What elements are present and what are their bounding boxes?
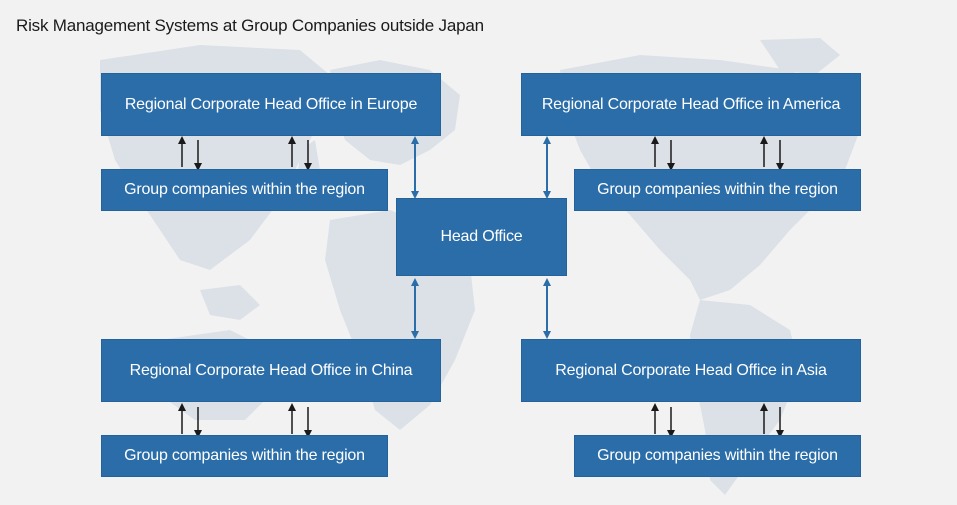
america-group-companies-box: Group companies within the region [574,169,861,211]
america-regional-office-box: Regional Corporate Head Office in Americ… [521,73,861,136]
asia-regional-office-box: Regional Corporate Head Office in Asia [521,339,861,402]
europe-group-companies-box: Group companies within the region [101,169,388,211]
page-title: Risk Management Systems at Group Compani… [16,16,484,35]
china-group-companies-box: Group companies within the region [101,435,388,477]
china-regional-office-box: Regional Corporate Head Office in China [101,339,441,402]
europe-regional-office-box: Regional Corporate Head Office in Europe [101,73,441,136]
head-office-box: Head Office [396,198,567,276]
asia-group-companies-box: Group companies within the region [574,435,861,477]
